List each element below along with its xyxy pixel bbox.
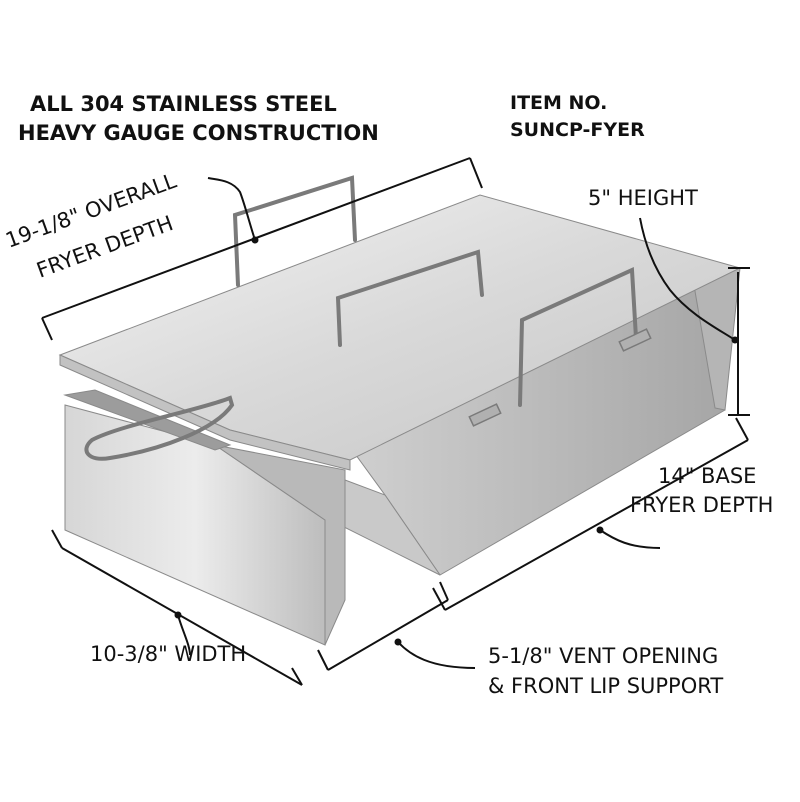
lid-handles	[84, 175, 638, 461]
item-number-label: ITEM NO.	[510, 92, 608, 114]
material-heading-line1: ALL 304 STAINLESS STEEL	[30, 92, 337, 116]
vent-label-line2: & FRONT LIP SUPPORT	[488, 674, 724, 698]
side-latches	[468, 328, 652, 427]
vent-label-line1: 5-1/8" VENT OPENING	[488, 644, 719, 668]
material-heading-line2: HEAVY GAUGE CONSTRUCTION	[18, 121, 379, 145]
base-depth-label-line2: FRYER DEPTH	[630, 493, 774, 517]
width-label: 10-3/8" WIDTH	[90, 642, 247, 666]
height-label: 5" HEIGHT	[588, 186, 698, 210]
base-depth-label-line1: 14" BASE	[658, 464, 757, 488]
callout-dots	[174, 236, 739, 646]
fryer-lid	[58, 194, 742, 471]
item-number-value: SUNCP-FYER	[510, 119, 645, 141]
